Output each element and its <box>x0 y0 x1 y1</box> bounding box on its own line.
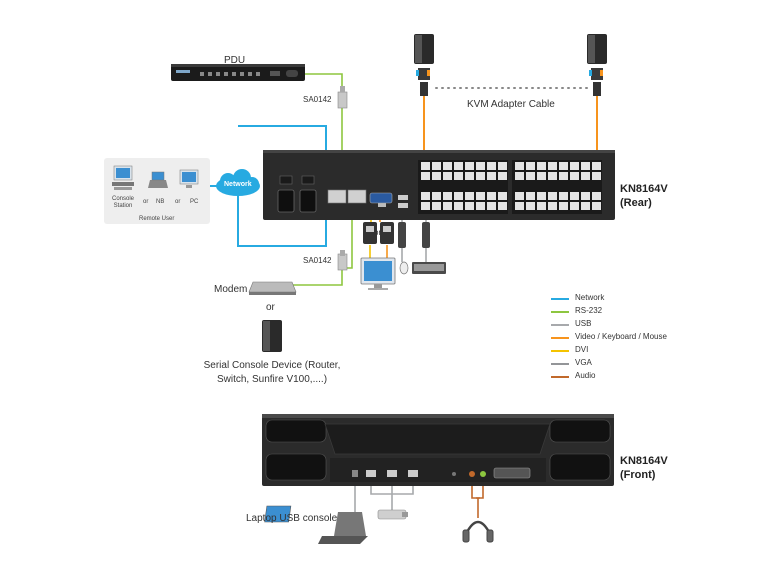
serial-console-device-icon <box>262 320 282 352</box>
usb-connectors <box>398 222 430 248</box>
legend-swatch <box>551 324 569 326</box>
pc-icon <box>179 169 199 188</box>
headphones-icon <box>462 520 494 543</box>
front-sub-label: (Front) <box>620 469 656 481</box>
legend-label: USB <box>575 319 592 328</box>
pc-label: PC <box>190 199 199 205</box>
or-modem-label: or <box>266 302 275 313</box>
monitor-icon <box>360 257 396 290</box>
sa0142-adapter-top <box>337 86 348 109</box>
legend-swatch <box>551 376 569 378</box>
remote-user-label: Remote User <box>139 216 175 222</box>
pdu-label: PDU <box>224 55 246 66</box>
legend-label: VGA <box>575 358 592 367</box>
or-label-2: or <box>175 199 181 205</box>
legend-label: RS-232 <box>575 306 603 315</box>
pdu-device <box>171 64 305 81</box>
front-model-label: KN8164V <box>620 455 668 467</box>
kn8164v-rear-unit <box>263 150 615 220</box>
keyboard-icon <box>412 262 446 274</box>
rear-model-label: KN8164V <box>620 183 668 195</box>
usb-flash-drive-icon <box>377 509 408 520</box>
serial-console-line1: Serial Console Device (Router, <box>203 360 341 371</box>
network-cloud-label: Network <box>224 181 252 188</box>
legend-label: Network <box>575 293 605 302</box>
nb-label: NB <box>156 199 165 205</box>
modem-icon <box>248 281 297 295</box>
or-label-1: or <box>143 199 149 205</box>
notebook-icon <box>148 171 168 188</box>
legend-label: Audio <box>575 371 596 380</box>
server-right <box>587 34 607 96</box>
or-dvi-label: or <box>374 228 382 237</box>
sa0142-top-label: SA0142 <box>303 95 332 104</box>
console-station-label: Console Station <box>111 196 134 209</box>
kvm-adapter-cable-label: KVM Adapter Cable <box>467 99 555 110</box>
legend-swatch <box>551 350 569 352</box>
serial-console-line2: Switch, Sunfire V100,....) <box>216 374 328 385</box>
sa0142-bottom-label: SA0142 <box>303 256 332 265</box>
front-usb-cables <box>354 482 414 512</box>
legend-swatch <box>551 311 569 313</box>
kvm-adapter-cable <box>423 96 598 150</box>
legend-label: Video / Keyboard / Mouse <box>575 332 667 341</box>
mouse-icon <box>399 261 409 275</box>
laptop-icon <box>264 505 368 544</box>
sa0142-adapter-bottom <box>337 250 348 271</box>
rear-sub-label: (Rear) <box>620 197 652 209</box>
dvi-vga-connectors <box>363 222 394 244</box>
legend-swatch <box>551 337 569 339</box>
network-cloud-icon <box>216 169 260 196</box>
legend-label: DVI <box>575 345 589 354</box>
modem-label: Modem <box>214 284 248 295</box>
legend-swatch <box>551 298 569 300</box>
kn8164v-front-unit <box>262 414 614 486</box>
legend-swatch <box>551 363 569 365</box>
laptop-usb-console-label: Laptop USB console <box>246 513 338 524</box>
console-station-icon <box>112 165 134 190</box>
server-left <box>414 34 434 96</box>
